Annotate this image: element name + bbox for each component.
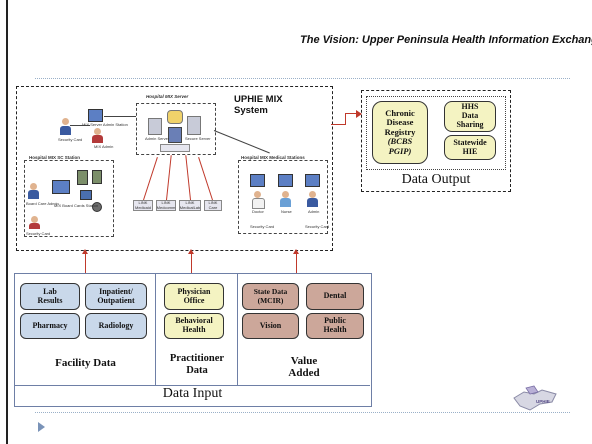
node-label: Admin [308, 209, 320, 214]
output-arrow [331, 124, 345, 125]
node-label: Board Care Admin [26, 201, 59, 206]
person-icon [30, 183, 37, 190]
connector-line [70, 125, 90, 126]
facility-data-label: Facility Data [55, 357, 116, 369]
person-icon [31, 216, 38, 223]
node-label: Secure Server [185, 136, 211, 141]
input-arrow [191, 252, 192, 273]
person-icon [62, 118, 69, 125]
person-icon [282, 191, 289, 198]
value-added-label: Value Added [288, 355, 320, 380]
mix-system-label: UPHIE MIX System [234, 94, 283, 117]
pharmacy: Pharmacy [20, 313, 80, 339]
node-label: Security Card [26, 231, 51, 236]
play-triangle-icon [38, 422, 45, 432]
mix-system-box [16, 86, 333, 251]
chronic-disease-registry: Chronic Disease Registry (BCBS PGIP) [372, 101, 428, 164]
node-label: Doctor [252, 209, 264, 214]
link-interface-box: LINK Medcomm [156, 200, 176, 211]
top-divider [35, 78, 570, 79]
link-interface-bar [160, 144, 190, 152]
hhs-data-sharing: HHS Data Sharing [444, 101, 496, 132]
state-data-mcir: State Data(MCIR) [242, 283, 299, 310]
bottom-divider [35, 412, 570, 413]
person-icon [280, 198, 291, 207]
node-label: MIX Board Cards Station [54, 203, 99, 208]
data-input-bar [15, 385, 370, 405]
person-icon [28, 190, 39, 199]
server-icon [187, 116, 201, 135]
person-icon [29, 223, 40, 229]
radiology: Radiology [85, 313, 147, 339]
right-station-box [238, 160, 328, 234]
left-station-box [24, 160, 114, 237]
person-icon [92, 135, 103, 143]
uphie-logo-graphic [513, 385, 557, 411]
server-icon [92, 170, 102, 184]
node-label: Security Card [58, 137, 83, 142]
server-icon [148, 118, 162, 135]
link-interface-box: LINK Care [204, 200, 222, 211]
data-output-box [361, 90, 511, 192]
person-icon [254, 191, 261, 198]
input-arrowhead [82, 249, 88, 254]
link-interface-box: LINK MedicalLab [179, 200, 201, 211]
data-output-inner [366, 96, 506, 170]
node-label: Nurse [281, 209, 292, 214]
data-output-label: Data Output [401, 172, 471, 187]
input-arrowhead [293, 249, 299, 254]
database-icon [167, 110, 183, 124]
uphie-logo-text: UPHIE [536, 399, 550, 404]
inpatient-outpatient: Inpatient/Outpatient [85, 283, 147, 310]
card-icon [80, 190, 92, 200]
card-icon [92, 202, 102, 212]
right-station-label: Hospital MIX Medical Stations [240, 155, 306, 160]
person-icon [94, 128, 101, 135]
uphie-logo: UPHIE [512, 384, 560, 414]
slide-title: The Vision: Upper Peninsula Health Infor… [300, 34, 592, 46]
output-arrow [345, 113, 346, 125]
workstation-icon [250, 174, 265, 187]
workstation-icon [305, 174, 320, 187]
person-icon [309, 191, 316, 198]
output-arrow [345, 113, 357, 114]
workstation-icon [52, 180, 70, 194]
link-interface-box: LINK Medicaid [133, 200, 153, 211]
node-label: Security Card [305, 224, 330, 229]
practitioner-data-label: Practitioner Data [169, 353, 225, 376]
node-label: Admin Server [145, 136, 170, 141]
top-vertical-bar [6, 0, 8, 80]
dental: Dental [306, 283, 364, 310]
practitioner-data-group [156, 274, 238, 385]
input-arrow [296, 252, 297, 273]
statewide-hie: Statewide HIE [444, 135, 496, 160]
left-vertical-bar [6, 0, 8, 444]
left-station-label: Hospital MIX SC Station [28, 155, 82, 160]
person-icon [60, 126, 71, 135]
data-input-label: Data Input [162, 386, 223, 401]
mix-server-box [136, 103, 216, 155]
connector-line [104, 116, 136, 117]
node-label: Security Card [250, 224, 275, 229]
input-arrowhead [188, 249, 194, 254]
node-label: MIX Server Admin Station [82, 122, 128, 127]
server-icon [168, 127, 182, 143]
person-icon [307, 198, 318, 207]
person-icon [252, 198, 265, 209]
mix-server-label: Hospital MIX Server [146, 94, 189, 99]
vision: Vision [242, 313, 299, 339]
facility-data-group [15, 274, 156, 385]
input-arrow [85, 252, 86, 273]
workstation-icon [88, 109, 103, 122]
server-icon [77, 170, 88, 185]
node-label: MIX Admin [94, 144, 114, 149]
output-arrowhead [356, 110, 362, 118]
workstation-icon [278, 174, 293, 187]
